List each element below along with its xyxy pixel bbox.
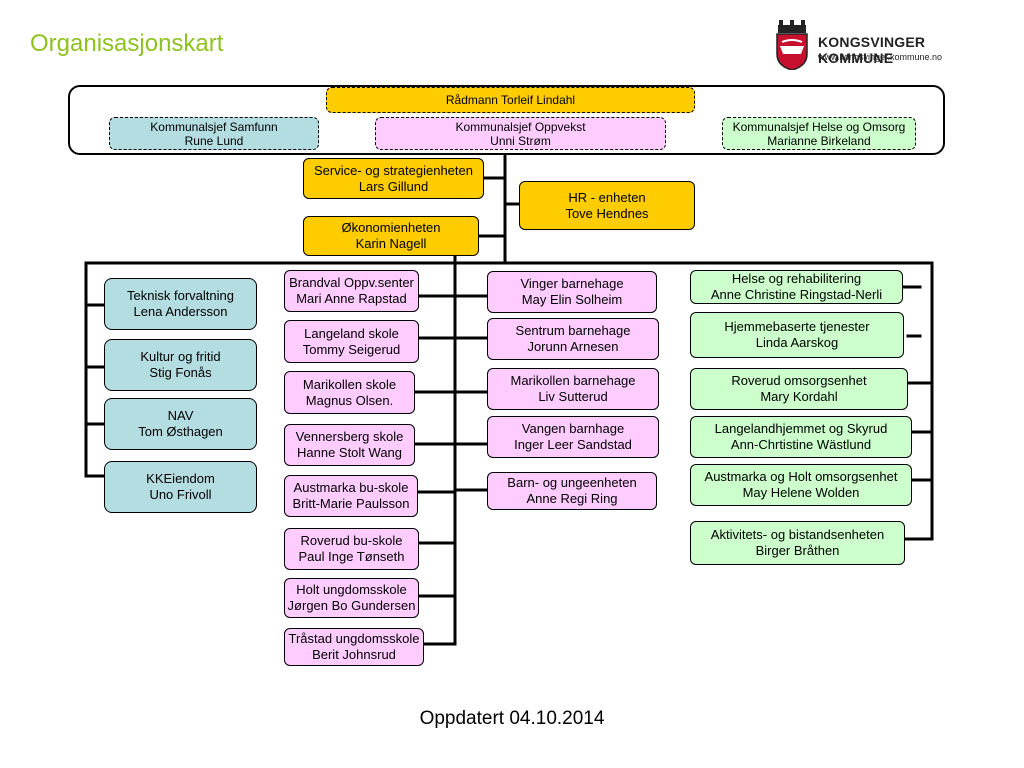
kindergarten-unit: Sentrum barnehage Jorunn Arnesen — [487, 318, 659, 360]
staff-unit: HR - enheten Tove Hendnes — [519, 181, 695, 230]
kommunalsjef-samfunn-box: Kommunalsjef Samfunn Rune Lund — [109, 117, 319, 150]
samfunn-unit: NAV Tom Østhagen — [104, 398, 257, 450]
school-unit: Brandval Oppv.senter Mari Anne Rapstad — [284, 270, 419, 312]
unit-leader: Inger Leer Sandstad — [514, 437, 632, 452]
unit-leader: May Helene Wolden — [742, 485, 860, 500]
unit-leader: Jørgen Bo Gundersen — [287, 598, 416, 613]
school-unit: Marikollen skole Magnus Olsen. — [284, 371, 415, 414]
unit-title: Vennersberg skole — [295, 429, 404, 444]
school-unit: Vennersberg skole Hanne Stolt Wang — [284, 424, 415, 466]
unit-leader: Karin Nagell — [355, 236, 427, 251]
unit-leader: Tommy Seigerud — [302, 341, 401, 357]
school-unit: Holt ungdomsskole Jørgen Bo Gundersen — [284, 578, 419, 618]
unit-leader: Jorunn Arnesen — [527, 339, 619, 354]
unit-leader: Magnus Olsen. — [305, 392, 394, 408]
unit-title: Økonomienheten — [341, 220, 441, 235]
unit-title: Helse og rehabilitering — [731, 271, 862, 286]
oppvekst-name: Unni Strøm — [490, 133, 551, 148]
kommunalsjef-helse-box: Kommunalsjef Helse og Omsorg Marianne Bi… — [722, 117, 916, 150]
unit-leader: Linda Aarskog — [755, 335, 839, 350]
unit-leader: Tove Hendnes — [565, 205, 649, 221]
unit-leader: Mari Anne Rapstad — [296, 291, 407, 306]
samfunn-title: Kommunalsjef Samfunn — [150, 119, 278, 134]
samfunn-unit: Teknisk forvaltning Lena Andersson — [104, 278, 257, 330]
unit-leader: Liv Sutterud — [538, 389, 608, 404]
oppvekst-title: Kommunalsjef Oppvekst — [455, 119, 586, 134]
page-title: Organisasjonskart — [30, 30, 224, 57]
samfunn-name: Rune Lund — [184, 133, 244, 148]
unit-title: Vinger barnehage — [520, 276, 624, 291]
unit-title: Langeland skole — [304, 325, 399, 341]
unit-title: Tråstad ungdomsskole — [288, 631, 420, 646]
kindergarten-unit: Marikollen barnehage Liv Sutterud — [487, 368, 659, 410]
unit-title: Langelandhjemmet og Skyrud — [714, 421, 888, 436]
kindergarten-unit: Barn- og ungeenheten Anne Regi Ring — [487, 472, 657, 510]
unit-title: Marikollen barnehage — [510, 373, 636, 388]
unit-title: Hjemmebaserte tjenester — [724, 319, 870, 334]
kindergarten-unit: Vinger barnehage May Elin Solheim — [487, 271, 657, 313]
samfunn-unit: Kultur og fritid Stig Fonås — [104, 339, 257, 391]
unit-title: Brandval Oppv.senter — [289, 275, 414, 290]
unit-title: Roverud omsorgsenhet — [731, 373, 867, 388]
kommunalsjef-oppvekst-box: Kommunalsjef Oppvekst Unni Strøm — [375, 117, 666, 150]
unit-title: Marikollen skole — [302, 376, 397, 392]
unit-leader: Birger Bråthen — [755, 543, 840, 558]
samfunn-unit: KKEiendom Uno Frivoll — [104, 461, 257, 513]
unit-leader: Stig Fonås — [149, 365, 212, 380]
municipal-crest-icon — [776, 20, 808, 70]
unit-title: Vangen barnhage — [521, 421, 625, 436]
unit-leader: Hanne Stolt Wang — [296, 445, 403, 460]
unit-leader: Lars Gillund — [358, 178, 429, 194]
health-unit: Aktivitets- og bistandsenheten Birger Br… — [690, 521, 905, 565]
health-unit: Helse og rehabilitering Anne Christine R… — [690, 270, 903, 304]
school-unit: Austmarka bu-skole Britt-Marie Paulsson — [284, 475, 418, 517]
school-unit: Roverud bu-skole Paul Inge Tønseth — [284, 528, 419, 570]
radmann-title: Rådmann Torleif Lindahl — [445, 93, 576, 107]
unit-leader: Ann-Chrtistine Wästlund — [730, 437, 872, 452]
unit-leader: Berit Johnsrud — [312, 647, 396, 662]
unit-leader: May Elin Solheim — [521, 292, 623, 307]
health-unit: Roverud omsorgsenhet Mary Kordahl — [690, 368, 908, 410]
unit-leader: Lena Andersson — [133, 304, 228, 319]
unit-title: Sentrum barnehage — [515, 323, 631, 338]
unit-leader: Anne Regi Ring — [526, 491, 618, 506]
unit-title: HR - enheten — [568, 189, 646, 205]
unit-title: KKEiendom — [146, 471, 215, 486]
unit-title: Teknisk forvaltning — [127, 288, 234, 303]
unit-leader: Anne Christine Ringstad-Nerli — [710, 287, 883, 302]
logo-url: www.kongsvinger.kommune.no — [818, 52, 943, 62]
unit-leader: Mary Kordahl — [760, 389, 838, 404]
unit-leader: Uno Frivoll — [149, 487, 212, 502]
logo-name: KONGSVINGER KOMMUNE — [818, 34, 926, 66]
municipality-logo: KONGSVINGER KOMMUNE www.kongsvinger.komm… — [774, 20, 984, 72]
unit-title: Austmarka bu-skole — [293, 480, 409, 495]
unit-title: Kultur og fritid — [140, 349, 221, 364]
unit-title: Barn- og ungeenheten — [507, 475, 637, 490]
school-unit: Tråstad ungdomsskole Berit Johnsrud — [284, 628, 424, 666]
kindergarten-unit: Vangen barnhage Inger Leer Sandstad — [487, 416, 659, 458]
unit-title: Service- og strategienheten — [314, 162, 473, 178]
unit-title: Aktivitets- og bistandsenheten — [710, 527, 885, 542]
unit-leader: Britt-Marie Paulsson — [292, 496, 410, 511]
radmann-box: Rådmann Torleif Lindahl — [326, 87, 695, 113]
school-unit: Langeland skole Tommy Seigerud — [284, 320, 419, 363]
unit-title: Holt ungdomsskole — [296, 582, 407, 597]
health-unit: Hjemmebaserte tjenester Linda Aarskog — [690, 312, 904, 358]
helse-title: Kommunalsjef Helse og Omsorg — [732, 119, 906, 134]
unit-leader: Paul Inge Tønseth — [298, 549, 405, 564]
helse-name: Marianne Birkeland — [767, 133, 871, 148]
unit-title: NAV — [167, 408, 194, 423]
unit-leader: Tom Østhagen — [138, 424, 223, 439]
health-unit: Austmarka og Holt omsorgsenhet May Helen… — [690, 464, 912, 506]
health-unit: Langelandhjemmet og Skyrud Ann-Chrtistin… — [690, 416, 912, 458]
leadership-frame — [68, 85, 945, 155]
staff-unit: Økonomienheten Karin Nagell — [303, 216, 479, 256]
unit-title: Roverud bu-skole — [300, 533, 403, 548]
updated-date: Oppdatert 04.10.2014 — [419, 708, 605, 729]
unit-title: Austmarka og Holt omsorgsenhet — [704, 469, 898, 484]
staff-unit: Service- og strategienheten Lars Gillund — [303, 158, 484, 199]
